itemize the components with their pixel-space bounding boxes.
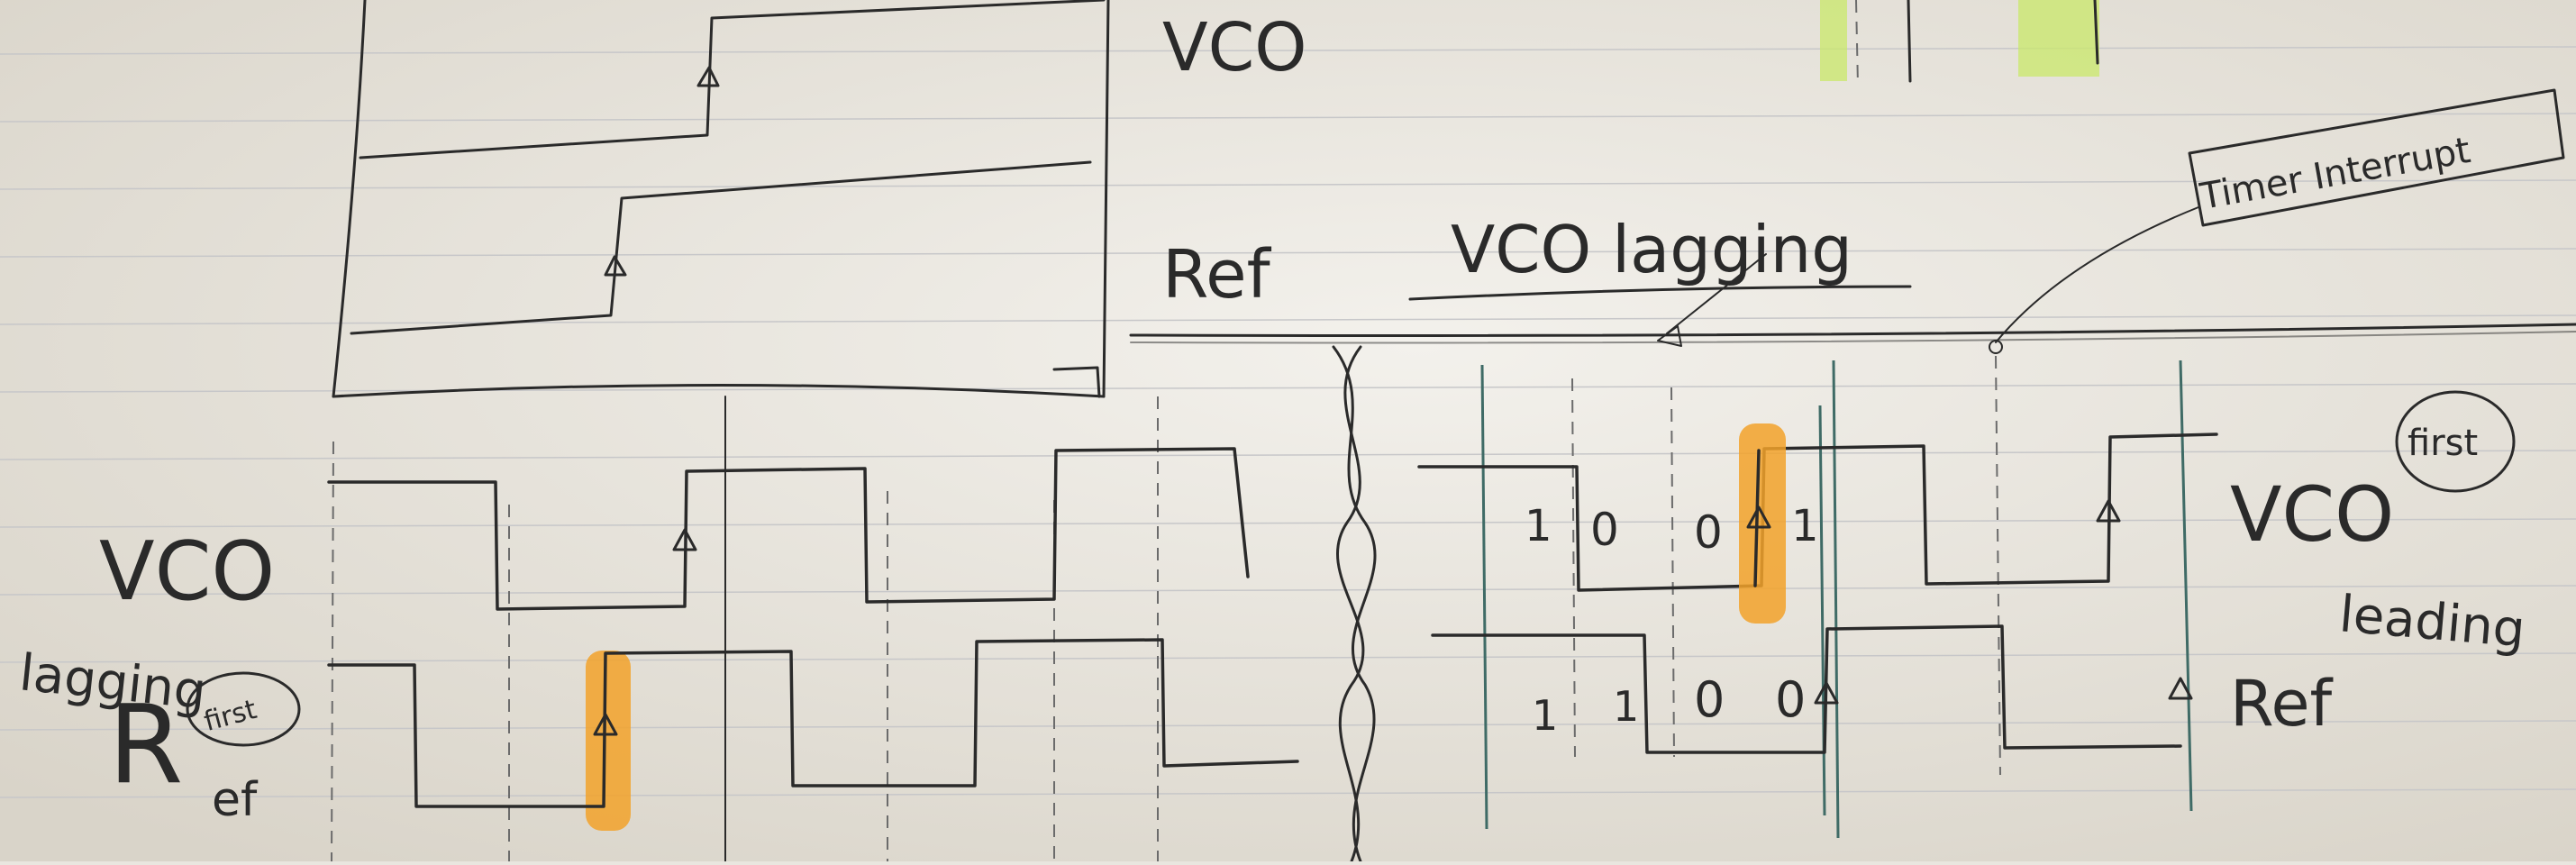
left-highlight <box>586 651 631 831</box>
left-guide-1 <box>331 441 334 862</box>
left-ref-arrow <box>593 713 618 736</box>
timer-pointer-arrow-2 <box>1657 325 1682 347</box>
green-marker-2 <box>2018 0 2099 77</box>
bit-vco-3: 0 <box>1694 506 1723 559</box>
left-timing-diagram <box>327 396 1299 862</box>
bit-vco-1: 1 <box>1525 501 1552 551</box>
right-vco-arrow-1 <box>1746 505 1771 529</box>
lower-step-arrow <box>604 255 627 277</box>
label-ref-right: Ref <box>2230 667 2334 741</box>
bit-ref-4: 0 <box>1775 671 1806 728</box>
right-vco-waveform <box>1417 432 2218 592</box>
label-vco-right: VCO <box>2230 470 2394 559</box>
timer-pointer-end-1 <box>1989 340 2003 354</box>
upper-step-arrow <box>696 66 720 87</box>
first-circle-right <box>2395 390 2516 493</box>
label-vco-left: VCO <box>99 524 275 619</box>
left-vco-arrow <box>672 528 697 551</box>
right-timing-diagram: 1 0 0 1 1 1 0 0 <box>1417 355 2218 839</box>
top-tick-2 <box>2093 0 2099 65</box>
left-ref-waveform <box>327 638 1299 808</box>
right-guide-2 <box>1670 387 1675 758</box>
label-r-left: R <box>108 683 183 808</box>
label-vco-top: VCO <box>1162 9 1307 86</box>
right-guide-3 <box>1995 355 2001 776</box>
bit-ref-1: 1 <box>1532 691 1558 740</box>
sketch-right-edge <box>1102 0 1110 398</box>
sketch-left-edge <box>332 0 367 398</box>
title-underline <box>1408 285 1912 301</box>
teal-line-1 <box>1480 364 1488 830</box>
top-tick-1 <box>1907 0 1912 83</box>
sketch-bottom-edge <box>332 384 1106 398</box>
right-ref-arrow-1 <box>1814 681 1839 705</box>
top-left-sketch <box>332 0 1110 398</box>
separator-line <box>1129 323 2576 337</box>
first-circle-left <box>186 671 301 747</box>
bit-ref-2: 1 <box>1613 682 1639 731</box>
bit-vco-4: 1 <box>1791 501 1819 551</box>
label-ref-top: Ref <box>1162 236 1272 314</box>
right-highlight <box>1739 423 1786 624</box>
green-marker-1 <box>1820 0 1847 81</box>
right-ref-waveform <box>1431 624 2182 754</box>
label-title: VCO lagging <box>1451 212 1852 287</box>
upper-step-line <box>359 0 1106 159</box>
bit-vco-2: 0 <box>1590 504 1619 556</box>
lower-step-line <box>350 160 1092 335</box>
top-dash-1 <box>1855 0 1859 86</box>
right-ref-arrow-2 <box>2168 677 2193 700</box>
sketch-corner-mark <box>1052 366 1101 398</box>
timer-pointer-1 <box>1995 206 2199 343</box>
right-vco-rising-edge <box>1753 449 1761 587</box>
label-ef-left: ef <box>212 773 259 827</box>
ruled-lines <box>0 46 2576 798</box>
teal-line-3 <box>1832 360 1840 839</box>
separator-line-shadow <box>1130 331 2576 344</box>
bit-ref-3: 0 <box>1694 671 1725 728</box>
label-first-right: first <box>2408 423 2478 464</box>
timer-interrupt-box <box>2188 88 2565 227</box>
timer-pointer-2 <box>1666 253 1767 334</box>
squiggle-divider-2 <box>1335 345 1365 863</box>
left-vco-waveform <box>327 447 1250 611</box>
right-vco-arrow-2 <box>2096 499 2121 523</box>
